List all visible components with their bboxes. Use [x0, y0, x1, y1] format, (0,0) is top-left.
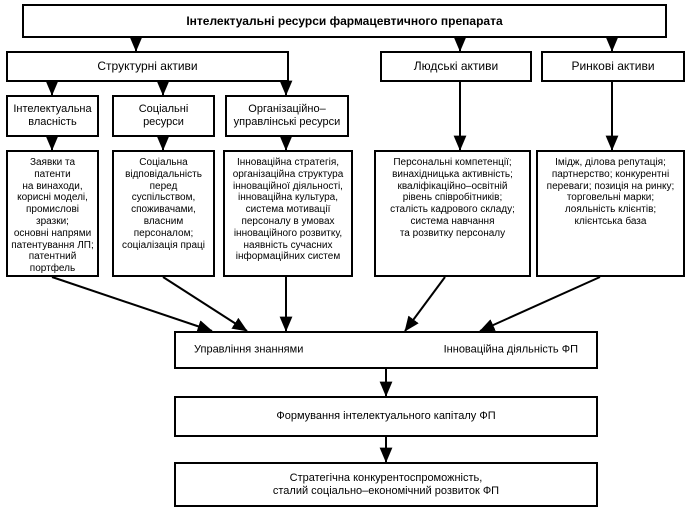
outcome-box-capital-formation: Формування інтелектуального капіталу ФП	[174, 396, 598, 437]
innovation-activity-label: Інноваційна діяльність ФП	[443, 343, 578, 356]
detail-box-human-assets: Персональні компетенції; винахідницька а…	[374, 150, 531, 277]
detail-box-market-assets: Імідж, ділова репутація; партнерство; ко…	[536, 150, 685, 277]
detail-box-organizational-management: Інноваційна стратегія, організаційна стр…	[223, 150, 353, 277]
level2-box-human: Людські активи	[380, 51, 532, 82]
knowledge-management-row: Управління знаннями Інноваційна діяльніс…	[174, 331, 598, 369]
title-box: Інтелектуальні ресурси фармацевтичного п…	[22, 4, 667, 38]
level3-box-social-resources: Соціальні ресурси	[112, 95, 215, 137]
outcome-box-strategic-competitiveness: Стратегічна конкурентоспроможність, стал…	[174, 462, 598, 507]
knowledge-management-label: Управління знаннями	[194, 343, 304, 356]
detail-box-social-resources: Соціальна відповідальність перед суспіль…	[112, 150, 215, 277]
detail-box-intellectual-property: Заявки та патенти на винаходи, корисні м…	[6, 150, 99, 277]
level2-box-market: Ринкові активи	[541, 51, 685, 82]
level2-box-structural: Структурні активи	[6, 51, 289, 82]
level3-box-organizational-management: Організаційно– управлінські ресурси	[225, 95, 349, 137]
level3-box-intellectual-property: Інтелектуальна власність	[6, 95, 99, 137]
